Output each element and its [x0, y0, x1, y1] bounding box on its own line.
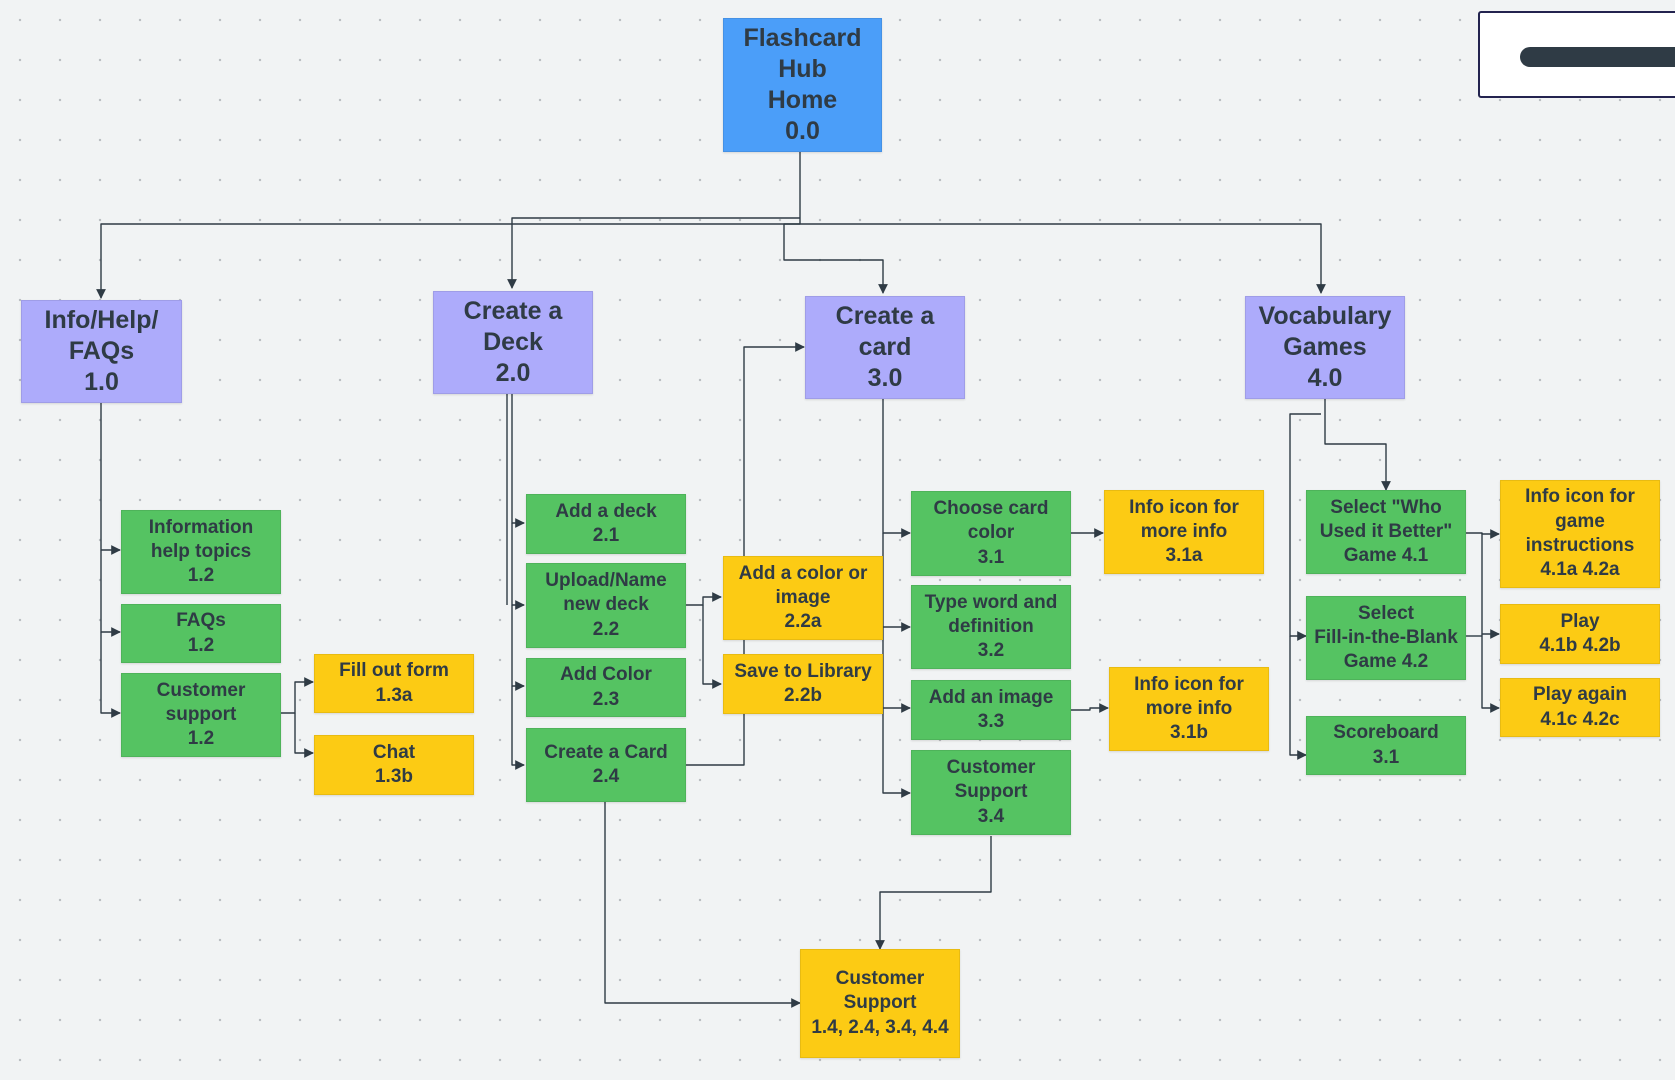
create-card-node[interactable]: Create a card 3.0 — [805, 296, 965, 399]
customer-support-3-node[interactable]: Customer Support 3.4 — [911, 750, 1071, 835]
connector-games-to-playagain — [1481, 634, 1500, 713]
create-deck-node[interactable]: Create a Deck 2.0 — [433, 291, 593, 394]
add-color-or-image-node[interactable]: Add a color or image 2.2a — [723, 556, 883, 640]
connector-support-to-chat — [294, 713, 314, 758]
play-node[interactable]: Play 4.1b 4.2b — [1500, 604, 1660, 664]
upload-name-deck-node[interactable]: Upload/Name new deck 2.2 — [526, 563, 686, 648]
connector-deck-to-upload — [511, 523, 525, 610]
chat-node[interactable]: Chat 1.3b — [314, 735, 474, 795]
connector-card-to-support — [882, 708, 911, 798]
info-icon-3-1b-node[interactable]: Info icon for more info 3.1b — [1109, 667, 1269, 751]
info-icon-game-instructions-node[interactable]: Info icon for game instructions 4.1a 4.2… — [1500, 480, 1660, 588]
connector-info-to-topics — [100, 402, 121, 555]
info-help-faqs-node[interactable]: Info/Help/ FAQs 1.0 — [21, 300, 182, 403]
connector-who-to-info — [1466, 529, 1500, 539]
flashcard-hub-home-node[interactable]: Flashcard Hub Home 0.0 — [723, 18, 882, 152]
connector-deck-to-add — [511, 392, 525, 528]
save-to-library-node[interactable]: Save to Library 2.2b — [723, 654, 883, 714]
connector-home-to-info — [96, 152, 801, 299]
connector-games-to-who — [1324, 398, 1391, 491]
faqs-node[interactable]: FAQs 1.2 — [121, 604, 281, 663]
connector-image-to-info — [1071, 703, 1109, 713]
connector-info-to-faqs — [100, 550, 121, 637]
choose-card-color-node[interactable]: Choose card color 3.1 — [911, 491, 1071, 576]
connector-games-to-scoreboard — [1289, 636, 1307, 760]
connector-who-to-play — [1481, 533, 1500, 639]
create-a-card-deck-node[interactable]: Create a Card 2.4 — [526, 728, 686, 802]
fill-out-form-node[interactable]: Fill out form 1.3a — [314, 654, 474, 713]
customer-support-1-node[interactable]: Customer support 1.2 — [121, 673, 281, 757]
connector-support-to-form — [280, 677, 314, 714]
connector-card-to-image — [882, 627, 911, 713]
connector-home-to-deck — [507, 217, 800, 289]
connector-upload-to-addcolor — [685, 592, 722, 606]
connector-support3-to-support — [875, 836, 992, 950]
connector-card-to-color — [882, 398, 911, 538]
redacted-bar — [1520, 47, 1675, 67]
connector-home-to-games — [800, 223, 1326, 294]
select-fill-in-the-blank-node[interactable]: Select Fill-in-the-Blank Game 4.2 — [1306, 596, 1466, 680]
play-again-node[interactable]: Play again 4.1c 4.2c — [1500, 678, 1660, 737]
info-icon-3-1a-node[interactable]: Info icon for more info 3.1a — [1104, 490, 1264, 574]
add-an-image-node[interactable]: Add an image 3.3 — [911, 680, 1071, 740]
vocabulary-games-node[interactable]: Vocabulary Games 4.0 — [1245, 296, 1405, 399]
connector-home-to-card — [783, 223, 888, 294]
connector-card-to-type — [882, 533, 911, 632]
type-word-definition-node[interactable]: Type word and definition 3.2 — [911, 585, 1071, 669]
connector-deck-to-card — [511, 686, 525, 770]
add-a-deck-node[interactable]: Add a deck 2.1 — [526, 494, 686, 554]
scoreboard-node[interactable]: Scoreboard 3.1 — [1306, 716, 1466, 775]
information-help-topics-node[interactable]: Information help topics 1.2 — [121, 510, 281, 594]
add-color-deck-node[interactable]: Add Color 2.3 — [526, 658, 686, 717]
select-who-used-it-better-node[interactable]: Select "Who Used it Better" Game 4.1 — [1306, 490, 1466, 574]
customer-support-all-node[interactable]: Customer Support 1.4, 2.4, 3.4, 4.4 — [800, 949, 960, 1058]
connector-upload-to-save — [702, 605, 722, 689]
connector-createcard-to-support — [604, 802, 801, 1008]
connector-deck-to-color — [511, 605, 525, 691]
connector-info-to-support — [100, 632, 121, 718]
top-right-panel[interactable] — [1478, 11, 1675, 98]
